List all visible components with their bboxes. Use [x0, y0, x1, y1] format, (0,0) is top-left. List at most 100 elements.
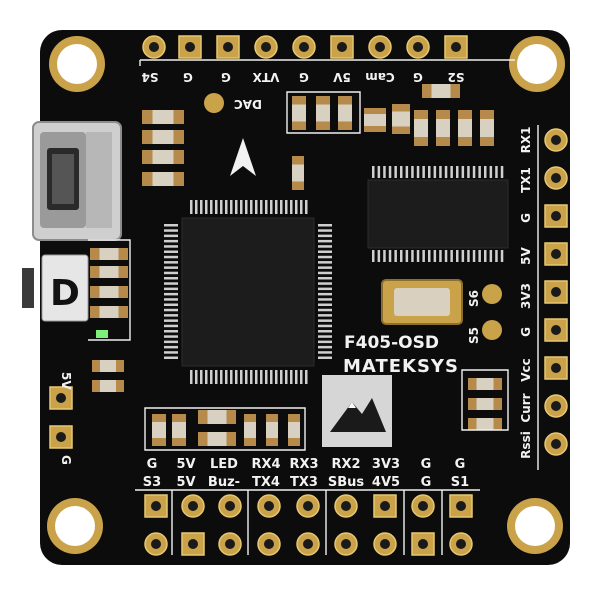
- bottom-label-row-2: S3 5V Buz- TX4 TX3 SBus 4V5 G S1: [143, 475, 469, 490]
- right-pad-label: TX1: [519, 167, 533, 193]
- right-pad: [544, 394, 568, 418]
- top-pad: [254, 35, 278, 59]
- bottom-pad: [144, 532, 168, 556]
- top-pad: [216, 35, 240, 59]
- bottom-pad: [334, 532, 358, 556]
- bottom-pad-label: RX2: [331, 457, 360, 472]
- bottom-pad-label: TX4: [252, 475, 280, 490]
- boot-button-letter: D: [50, 273, 80, 314]
- top-pad-label: G: [221, 70, 231, 84]
- bottom-pad: [373, 494, 397, 518]
- top-silk-line: [139, 59, 515, 66]
- label-s6: S6: [467, 290, 481, 307]
- brand-label: MATEKSYS: [343, 356, 459, 377]
- top-pad-row: [142, 35, 468, 59]
- right-pad-label: G: [519, 327, 533, 337]
- crystal-oscillator: [381, 279, 463, 325]
- status-led: [96, 330, 108, 338]
- bottom-pad-label: G: [455, 457, 466, 472]
- bottom-pad: [449, 532, 473, 556]
- component-outline-left: [88, 239, 131, 341]
- bottom-pad: [181, 494, 205, 518]
- top-pad-label: G: [183, 70, 193, 84]
- top-pad: [292, 35, 316, 59]
- bottom-silk-dividers: [135, 489, 480, 555]
- orientation-arrow-icon: [230, 138, 256, 176]
- top-pad: [406, 35, 430, 59]
- bottom-pad-label: Buz-: [208, 475, 240, 490]
- bottom-pad: [218, 532, 242, 556]
- bottom-pad: [373, 532, 397, 556]
- top-pad-label: S2: [448, 70, 465, 84]
- model-label: F405-OSD: [344, 333, 439, 353]
- right-pad: [544, 318, 568, 342]
- bottom-pad-label: LED: [210, 457, 238, 472]
- component-outline-bottom: [144, 407, 306, 451]
- bottom-pad-label: 4V5: [372, 475, 400, 490]
- right-pad-label: RX1: [519, 127, 533, 154]
- bottom-pad-label: S3: [143, 475, 161, 490]
- bottom-pad-label: 5V: [176, 475, 195, 490]
- usb-connector: [32, 121, 122, 241]
- solder-pad-s5: [482, 320, 502, 340]
- top-pad: [368, 35, 392, 59]
- bottom-pad: [411, 532, 435, 556]
- right-pad: [544, 432, 568, 456]
- left-pad-column: [49, 386, 73, 449]
- right-pad: [544, 128, 568, 152]
- left-label-5v: 5V: [59, 372, 73, 390]
- smd-components: [90, 84, 502, 446]
- mcu-chip: [164, 200, 332, 384]
- bottom-pad: [334, 494, 358, 518]
- mounting-hole-bottom-right: [507, 498, 563, 554]
- mounting-hole-top-right: [509, 36, 565, 92]
- mounting-hole-top-left: [49, 36, 105, 92]
- bottom-pad-label: 5V: [176, 457, 195, 472]
- bottom-pad: [296, 494, 320, 518]
- bottom-pad: [257, 532, 281, 556]
- top-pad-label: G: [413, 70, 423, 84]
- top-pad: [444, 35, 468, 59]
- dac-label: DAC: [234, 97, 262, 111]
- bottom-pad: [296, 532, 320, 556]
- bottom-pad-label: TX3: [290, 475, 318, 490]
- top-pad-label: VTX: [252, 70, 279, 84]
- bottom-pad-label: 3V3: [372, 457, 400, 472]
- right-pad: [544, 280, 568, 304]
- left-label-g: G: [59, 455, 73, 465]
- right-pad-label: 5V: [519, 246, 533, 264]
- bottom-pad-label: RX4: [251, 457, 280, 472]
- bottom-pad-grid: [144, 494, 473, 556]
- right-pad: [544, 242, 568, 266]
- bottom-pad-label: S1: [451, 475, 469, 490]
- right-pad-label: Vcc: [519, 358, 533, 382]
- matek-logo-icon: [322, 375, 392, 447]
- right-pad: [544, 356, 568, 380]
- component-outline-top: [286, 91, 361, 134]
- top-pad: [330, 35, 354, 59]
- bottom-pad-label: G: [421, 457, 432, 472]
- bottom-pad-label: G: [147, 457, 158, 472]
- right-pad-column: [544, 128, 568, 456]
- label-s5: S5: [467, 327, 481, 344]
- solder-pad-s6: [482, 284, 502, 304]
- right-pad: [544, 204, 568, 228]
- bottom-pad-label: G: [421, 475, 432, 490]
- top-pad-label: Cam: [365, 70, 394, 84]
- bottom-pad: [144, 494, 168, 518]
- boot-button: D: [22, 254, 89, 322]
- bottom-pad-label: RX3: [289, 457, 318, 472]
- bottom-pad: [449, 494, 473, 518]
- bottom-pad: [411, 494, 435, 518]
- bottom-pad: [218, 494, 242, 518]
- bottom-label-row-1: G 5V LED RX4 RX3 RX2 3V3 G G: [147, 457, 466, 472]
- top-pad-label: S4: [142, 70, 159, 84]
- bottom-pad: [257, 494, 281, 518]
- bottom-pad: [181, 532, 205, 556]
- right-pad: [544, 166, 568, 190]
- top-pad-label: G: [299, 70, 309, 84]
- bottom-pad-label: SBus: [328, 475, 365, 490]
